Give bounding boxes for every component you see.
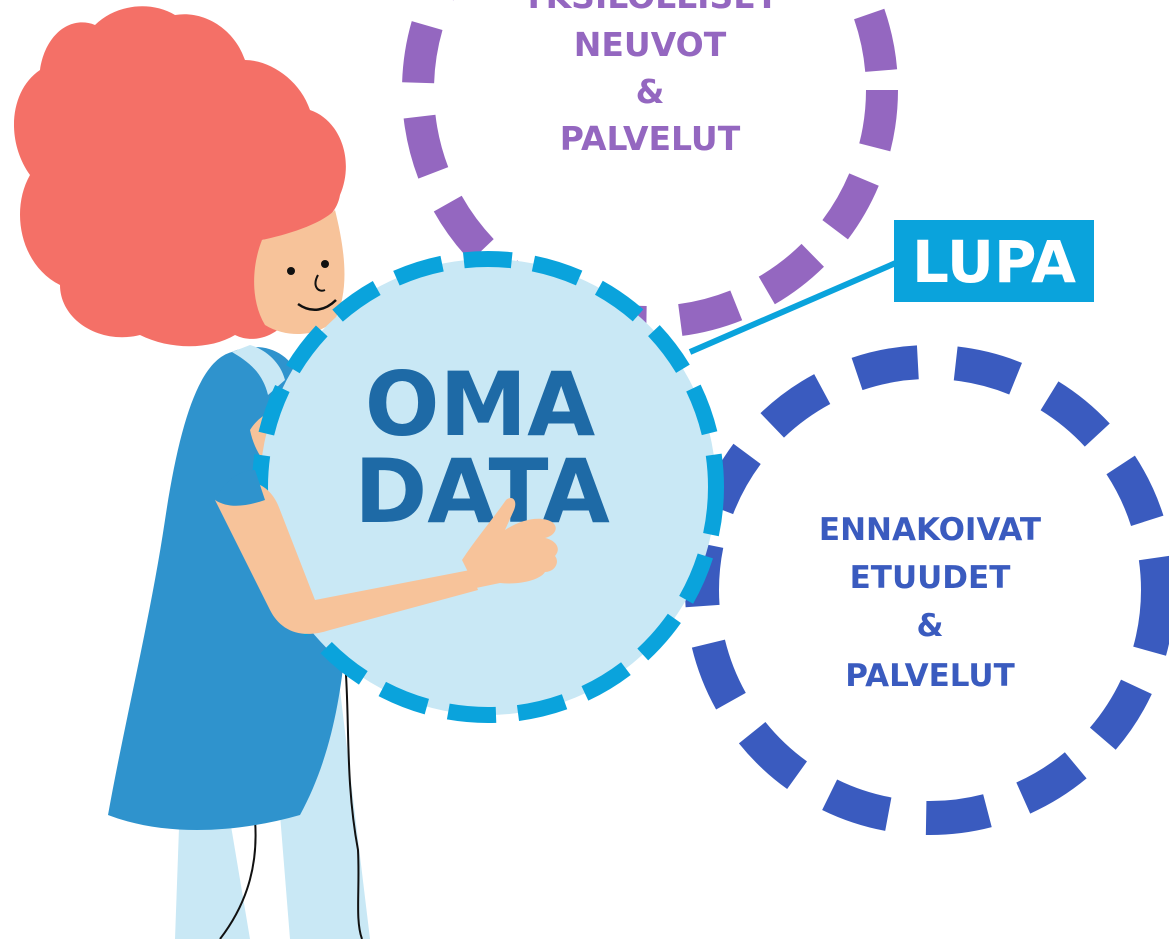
nose [314,274,326,292]
center-circle-line-2: DATA [354,440,610,543]
center-circle-line-1: OMA [365,353,595,456]
collar [232,345,285,395]
lupa-connector: LUPA [688,220,1094,355]
right-circle-ring [685,345,1169,835]
top-circle-line-1: YKSILÖLLISET [521,0,779,16]
right-circle: ENNAKOIVAT ETUUDET & PALVELUT [685,345,1169,835]
sleeve [215,470,265,506]
right-circle-line-1: ENNAKOIVAT [819,512,1041,548]
top-circle-line-4: PALVELUT [560,119,741,158]
right-circle-line-4: PALVELUT [845,658,1015,694]
right-eye [321,260,329,268]
front-arm [215,481,478,634]
top-circle-ring [402,0,898,338]
woman-front-arm [215,470,558,634]
mouth [297,299,337,312]
right-circle-line-2: ETUUDET [850,560,1011,596]
leg-outline-left [219,819,257,939]
right-circle-line-3: & [916,608,943,644]
top-circle-line-2: NEUVOT [574,25,727,64]
left-eye [287,267,295,275]
lupa-badge-label: LUPA [912,228,1076,296]
lupa-badge [894,220,1094,302]
hand [462,498,558,588]
face [254,210,345,335]
connector-line [688,259,900,355]
top-circle: YKSILÖLLISET NEUVOT & PALVELUT [402,0,898,338]
top-circle-line-3: & [636,72,665,111]
center-circle: OMA DATA [252,251,724,723]
leg-outline [344,659,363,939]
